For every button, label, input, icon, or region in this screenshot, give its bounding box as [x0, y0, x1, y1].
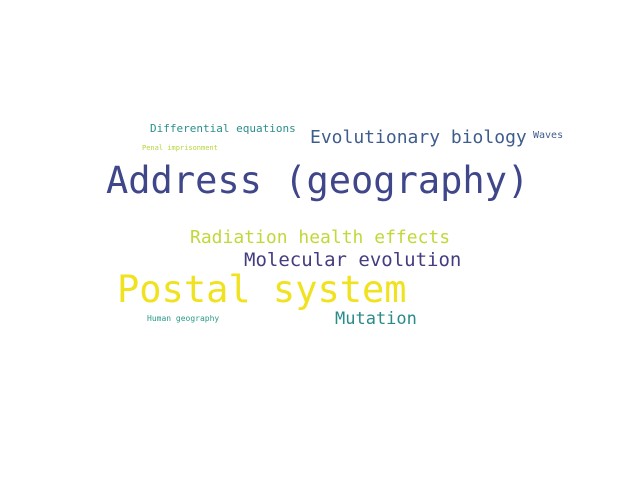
word-differential-equations: Differential equations [150, 122, 296, 135]
word-waves: Waves [533, 130, 564, 141]
word-molecular-evolution: Molecular evolution [244, 249, 462, 271]
word-human-geography: Human geography [147, 314, 220, 323]
word-postal-system: Postal system [117, 268, 407, 311]
word-mutation: Mutation [335, 309, 417, 329]
word-evolutionary-biology: Evolutionary biology [310, 127, 527, 148]
word-penal-imprisonment: Penal imprisonment [142, 144, 218, 152]
word-address-geography: Address (geography) [106, 159, 530, 202]
word-radiation-health-effects: Radiation health effects [190, 227, 451, 248]
